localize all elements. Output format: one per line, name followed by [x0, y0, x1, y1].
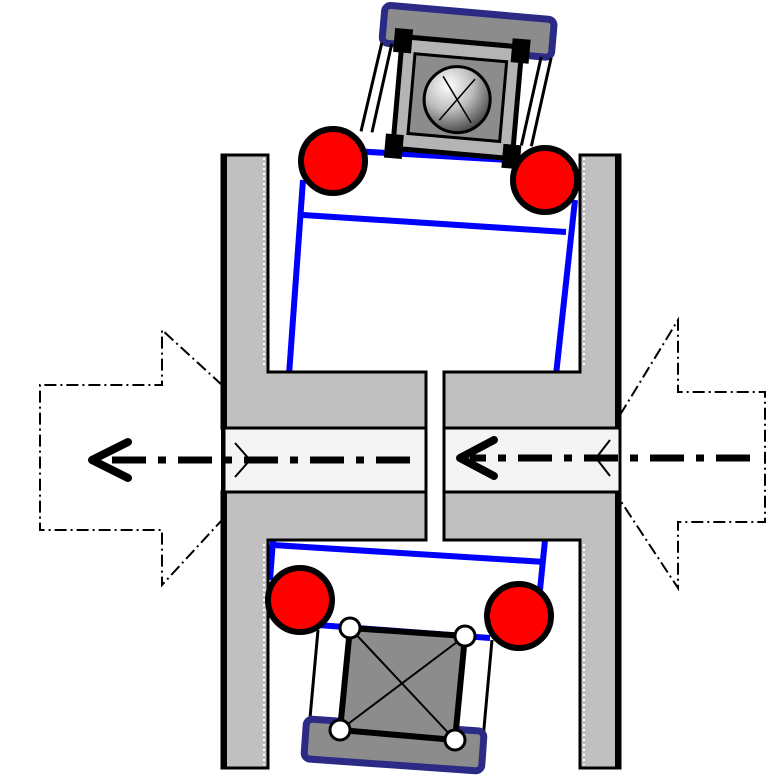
top-cart-clamp-tl [393, 27, 414, 54]
roller-top-right [510, 145, 580, 215]
right-slot-chevron-icon [594, 439, 611, 477]
pin-bottom-right [443, 728, 467, 752]
top-ball-bearing-cart [359, 1, 558, 170]
left-slot-chevron-icon [234, 442, 252, 478]
top-cart-clamp-bl [383, 133, 404, 160]
left-flow-arrow-outline [39, 327, 223, 588]
right-flow-arrow-outline [619, 316, 766, 592]
top-cart-right-strut [529, 57, 553, 147]
bottom-cross-block-cart [300, 616, 494, 775]
red-guide-rollers [265, 126, 580, 651]
right-flow-arrow [456, 436, 750, 480]
pin-top-right [453, 624, 477, 648]
frame-right-rail [553, 199, 578, 376]
roller-top-left [298, 126, 368, 196]
roller-bottom-left [265, 565, 335, 635]
frame-right-lower-rail [537, 539, 548, 591]
top-cart-left-strut-2 [370, 43, 394, 133]
right-arrow-head-icon [456, 436, 498, 480]
frame-left-lower-rail [267, 539, 276, 581]
left-flow-arrow [88, 438, 410, 482]
top-cart-clamp-tr [510, 38, 531, 64]
top-cart-left-strut [359, 42, 384, 132]
left-arrow-head-icon [88, 438, 132, 482]
roller-bottom-right [484, 581, 554, 651]
frame-left-rail [286, 179, 306, 376]
top-cart-right-strut-2 [519, 56, 543, 146]
pin-top-left [338, 616, 362, 640]
pin-bottom-left [328, 718, 352, 742]
frame-upper-crossbar [302, 212, 567, 235]
frame-lower-crossbar [272, 542, 546, 565]
